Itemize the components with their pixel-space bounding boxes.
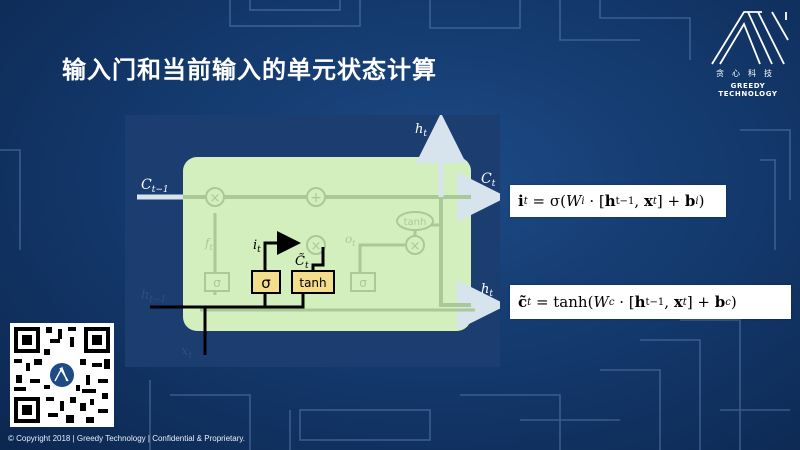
- node-times-1: ×: [210, 191, 221, 206]
- qr-code-image: [10, 323, 114, 427]
- input-gate-box: [251, 270, 281, 294]
- node-plus: +: [310, 190, 322, 206]
- input-multiply-node: [306, 235, 326, 255]
- f2-comma: ,: [664, 293, 674, 311]
- tanh-output-node: [396, 211, 434, 231]
- f2-x-sub: t: [682, 296, 687, 308]
- output-gate-sigma: σ: [359, 276, 367, 290]
- f2-w: W: [593, 293, 609, 311]
- f1-w: W: [565, 192, 582, 210]
- f1-eq: = σ(: [527, 192, 566, 210]
- f1-x-sub: t: [652, 195, 657, 207]
- label-f-t: ft: [204, 236, 213, 252]
- f1-b: b: [684, 192, 696, 210]
- f2-b: b: [714, 293, 726, 311]
- label-o-t: ot: [345, 232, 356, 248]
- forget-gate-sigma: σ: [213, 276, 221, 290]
- f2-lhs-sub: t: [527, 296, 532, 308]
- label-c-tilde: C̃t: [295, 253, 309, 271]
- candidate-tanh-box: [291, 270, 335, 294]
- f1-x: x: [643, 192, 653, 210]
- f2-lhs: c̃: [518, 293, 528, 311]
- cell-add-node: [306, 187, 326, 207]
- forget-gate-box: [204, 272, 230, 292]
- f1-lhs: i: [518, 192, 524, 210]
- label-x-t: xt: [181, 344, 192, 361]
- input-gate-sigma: σ: [261, 274, 271, 292]
- node-times-2: ×: [311, 239, 322, 254]
- f2-w-sub: c: [608, 296, 615, 308]
- label-h-t-right: ht: [481, 282, 493, 299]
- slide-title: 输入门和当前输入的单元状态计算: [62, 56, 437, 84]
- node-times-3: ×: [410, 239, 421, 254]
- f2-b-sub: c: [725, 296, 731, 308]
- logo-chinese-name: 贪心科技: [716, 69, 780, 78]
- label-c-t: Ct: [481, 171, 496, 189]
- label-c-prev: Ct−1: [141, 177, 169, 195]
- f2-dot: · [: [614, 293, 635, 311]
- f2-end: ): [730, 293, 737, 311]
- f1-h-sub: t−1: [615, 195, 635, 207]
- f1-h: h: [604, 192, 616, 210]
- output-multiply-node: [405, 235, 425, 255]
- output-gate-box: [350, 272, 376, 292]
- f1-end: ): [698, 192, 705, 210]
- f1-lhs-sub: t: [523, 195, 528, 207]
- f1-b-sub: i: [695, 195, 699, 207]
- f2-x: x: [673, 293, 683, 311]
- lstm-cell-body: [183, 157, 471, 331]
- f1-w-sub: i: [581, 195, 585, 207]
- f2-eq: = tanh(: [531, 293, 594, 311]
- logo-english-name: GREEDY TECHNOLOGY: [718, 82, 778, 98]
- forget-multiply-node: [205, 187, 225, 207]
- footer-copyright: © Copyright 2018 | Greedy Technology | C…: [8, 434, 245, 443]
- candidate-tanh-label: tanh: [299, 276, 326, 290]
- f2-h-sub: t−1: [645, 296, 665, 308]
- lstm-cell-diagram: × + × × tanh σ σ ft ot σ tanh it C̃t ht …: [137, 113, 507, 361]
- f2-h: h: [634, 293, 646, 311]
- f2-close: ] +: [686, 293, 715, 311]
- label-h-prev: ht−1: [141, 288, 166, 305]
- node-tanh-output: tanh: [404, 217, 427, 228]
- lstm-diagram-panel: × + × × tanh σ σ ft ot σ tanh it C̃t ht …: [125, 113, 507, 367]
- label-i-t: it: [253, 238, 261, 255]
- label-h-t-top: ht: [415, 122, 427, 139]
- qr-code: [10, 323, 114, 427]
- f1-close: ] +: [656, 192, 685, 210]
- greedy-logo: [711, 11, 789, 65]
- f1-comma: ,: [634, 192, 644, 210]
- f1-dot: · [: [584, 192, 605, 210]
